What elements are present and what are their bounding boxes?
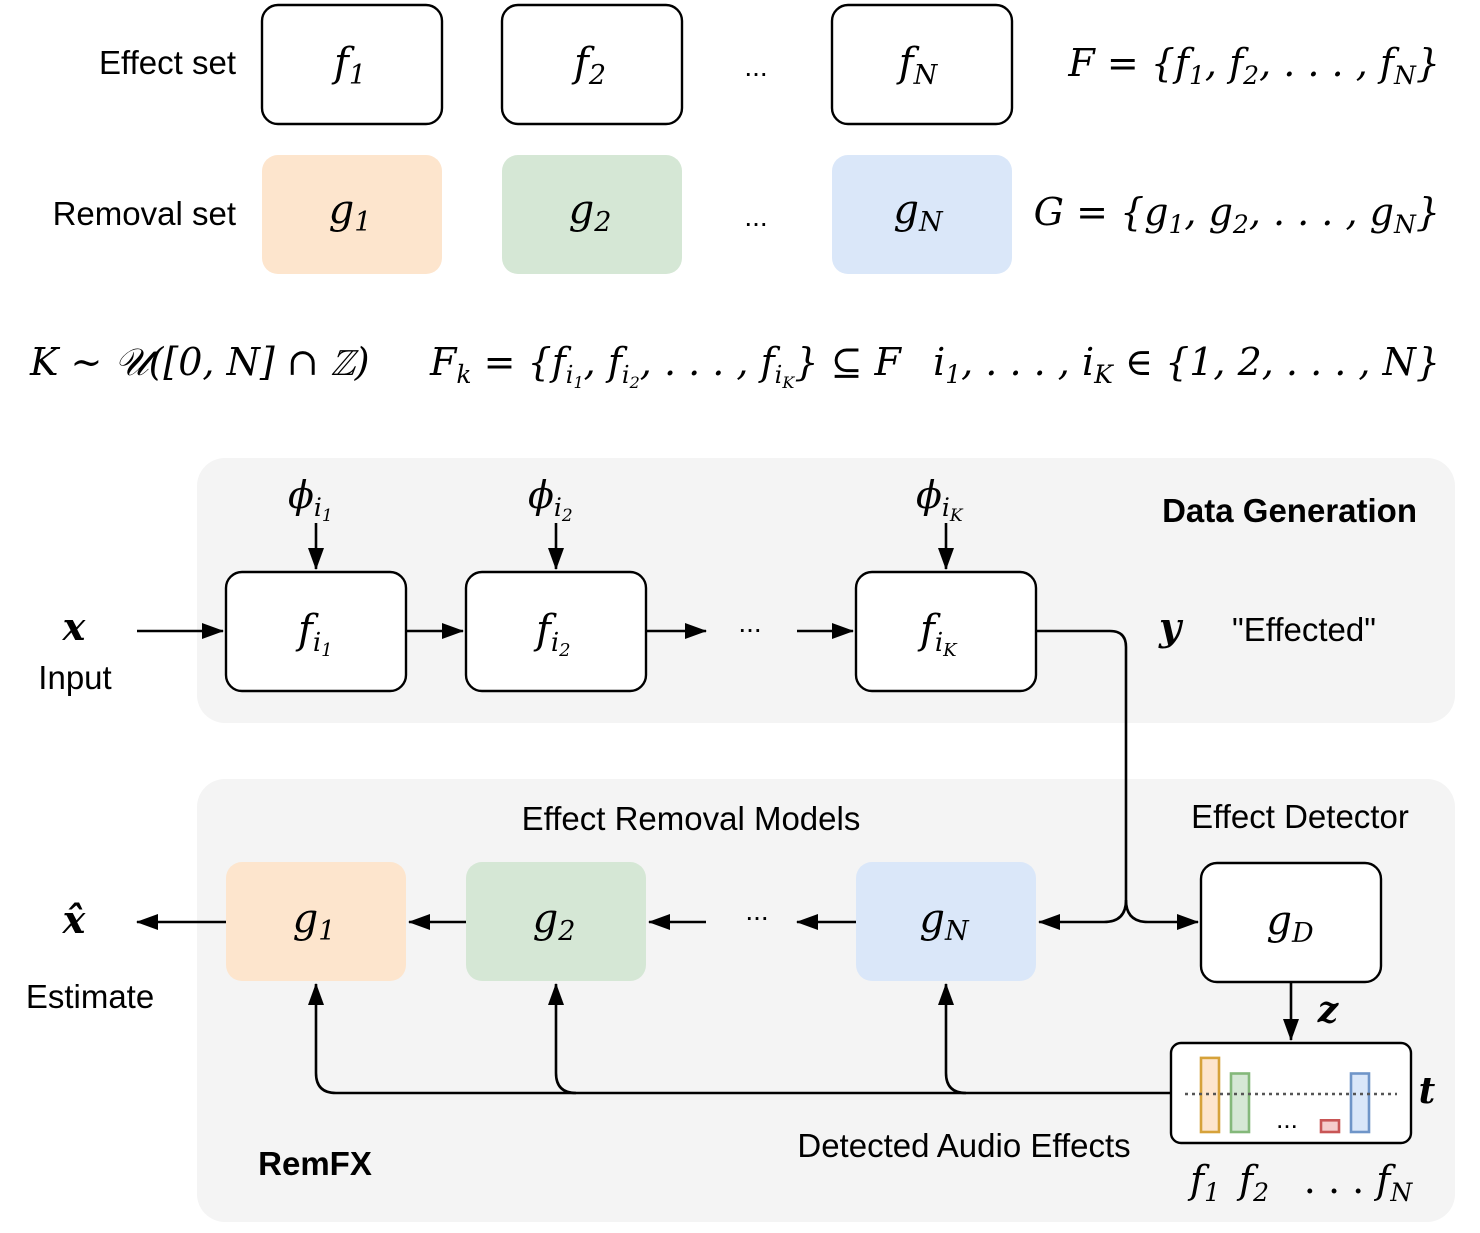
y-routing-wire [1036,629,1128,900]
effect-detector-title: Effect Detector [1191,798,1409,835]
estimate-x-hat-symbol: x̂ [62,897,87,942]
removal-set-label: Removal set [53,195,236,232]
chart-ellipsis: ... [1276,1104,1298,1134]
output-y-symbol: y [1158,604,1184,649]
data-generation-title: Data Generation [1162,492,1417,529]
removal-set-formula: G = {g1, g2, . . . , gN} [1034,190,1440,239]
t-symbol: t [1419,1070,1436,1112]
chart-label-fN: . . . fN [1304,1158,1414,1207]
detected-audio-effects-label: Detected Audio Effects [797,1127,1130,1164]
detection-bar-fK [1319,1119,1341,1134]
effect-f1-box [260,3,444,126]
chain-f-iK-box [854,570,1038,693]
effect-set-label: Effect set [99,44,236,81]
removal-g1-box [262,155,442,274]
input-label: Input [38,659,111,696]
detection-bar-f2 [1229,1072,1251,1134]
model-chain-ellipsis: ... [745,895,768,926]
model-g2-label: g2 [533,896,576,947]
y-to-gD-arrow [1124,899,1199,930]
index-formula: i1, . . . , iK ∈ {1, 2, . . . , N} [933,340,1440,389]
model-g1-box [226,862,406,981]
detection-bar-f1 [1199,1056,1221,1134]
chart-label-f2: f2 [1236,1158,1269,1207]
effect-set-ellipsis: ... [744,51,767,82]
chain-ellipsis: ... [738,607,761,638]
z-symbol: z [1317,989,1340,1031]
detected-to-g1-arrow [308,983,337,1095]
remfx-title: RemFX [258,1145,372,1182]
effect-removal-models-title: Effect Removal Models [522,800,861,837]
model-g2-box [466,862,646,981]
effect-fN-box [830,3,1014,126]
estimate-label: Estimate [26,978,154,1015]
model-gN-box [856,862,1036,981]
sampling-formula: K ∼ 𝒰([0, N] ∩ ℤ) [29,340,370,384]
effect-f2-box [500,3,684,126]
input-x-symbol: x [62,604,87,649]
detection-bars [1199,1056,1371,1134]
effected-label: "Effected" [1232,611,1376,648]
subset-formula: Fk = {fi1, fi2, . . . , fiK} ⊆ F [429,340,903,392]
effect-set-formula: F = {f1, f2, . . . , fN} [1067,41,1440,90]
removal-g1-label: g1 [329,187,372,238]
removal-set-ellipsis: ... [744,201,767,232]
chart-label-f1: f1 [1187,1158,1220,1207]
detection-bar-fN [1349,1072,1371,1134]
removal-g2-box [502,155,682,274]
removal-gN-box [832,155,1012,274]
